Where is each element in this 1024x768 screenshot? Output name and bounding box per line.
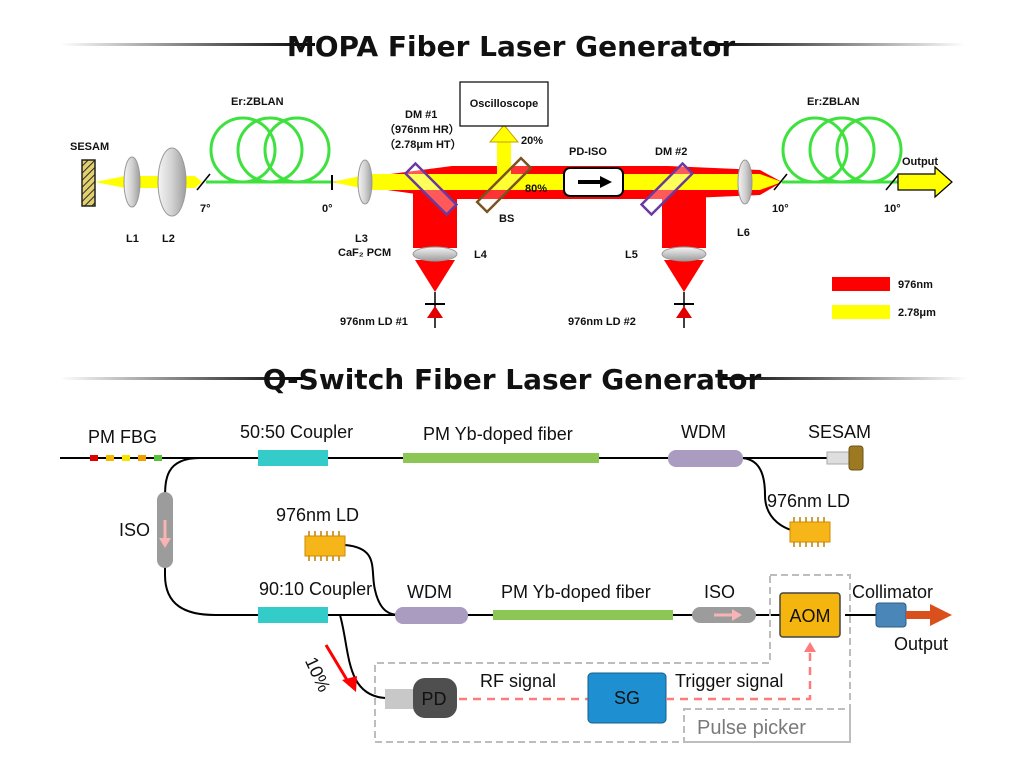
ld-chip-right <box>789 517 831 547</box>
pct80-label: 80% <box>525 183 547 195</box>
l4-label: L4 <box>474 249 488 261</box>
caf2-pcm-label: CaF₂ PCM <box>338 247 391 259</box>
angle-10a-label: 10° <box>772 203 789 215</box>
laser-diode-1 <box>425 292 445 328</box>
dichroic-mirror-1 <box>403 161 459 217</box>
er-zblan-coil-left <box>206 116 332 184</box>
pump-beam-ld2 <box>662 190 706 248</box>
pulse-picker-label: Pulse picker <box>697 717 806 739</box>
signal-beam-main <box>332 174 782 190</box>
qswitch-output-label: Output <box>894 634 948 654</box>
pd-label: PD <box>421 689 446 709</box>
l1-label: L1 <box>126 233 139 245</box>
pm-yb-bottom-label: PM Yb-doped fiber <box>501 582 651 602</box>
pm-yb-top-label: PM Yb-doped fiber <box>423 424 573 444</box>
pulse-picker-boundary <box>374 574 851 743</box>
ld1-label: 976nm LD #1 <box>340 316 408 328</box>
coupler-5050-label: 50:50 Coupler <box>240 422 353 442</box>
dm1-ht-label: （2.78μm HT） <box>384 138 462 151</box>
rf-signal-label: RF signal <box>480 671 556 691</box>
sesam-q-label: SESAM <box>808 422 871 442</box>
wdm-top <box>668 450 743 467</box>
er-zblan-coil-right <box>781 116 903 184</box>
pct10-label: 10% <box>301 654 334 695</box>
arrow-right-icon <box>714 609 742 621</box>
lens-l2 <box>157 147 187 217</box>
l2-label: L2 <box>162 233 175 245</box>
qswitch-title: Q-Switch Fiber Laser Generator <box>263 363 762 396</box>
wdm-top-label: WDM <box>681 422 726 442</box>
pump-beam-ld1 <box>413 190 457 248</box>
er-zblan-left-label: Er:ZBLAN <box>231 96 284 108</box>
trigger-signal-label: Trigger signal <box>675 671 783 691</box>
ld-left-label: 976nm LD <box>276 505 359 525</box>
legend-label-278: 2.78μm <box>898 307 936 319</box>
sesam-mirror <box>81 159 96 207</box>
beam-splitter <box>475 156 533 214</box>
angle-7-label: 7° <box>200 203 211 215</box>
lens-l4 <box>412 246 458 262</box>
ld2-label: 976nm LD #2 <box>568 316 636 328</box>
sesam-device <box>826 445 864 471</box>
bs-label: BS <box>499 213 514 225</box>
arrow-down-icon <box>159 520 171 548</box>
pm-fbg-label: PM FBG <box>88 427 157 447</box>
lens-l3 <box>357 159 373 205</box>
dm2-label: DM #2 <box>655 146 687 158</box>
pm-fbg <box>90 455 162 461</box>
dichroic-mirror-2 <box>639 161 695 217</box>
dm1-label: DM #1 <box>405 109 437 121</box>
iso-left-label: ISO <box>119 520 150 540</box>
arrow-right-icon <box>578 176 612 188</box>
er-zblan-right-label: Er:ZBLAN <box>807 96 860 108</box>
coupler-5050 <box>258 450 328 466</box>
l3-label: L3 <box>355 233 368 245</box>
oscilloscope-label: Oscilloscope <box>470 98 538 110</box>
pd-iso-label: PD-ISO <box>569 146 607 158</box>
collimator-label: Collimator <box>852 582 933 602</box>
pct20-label: 20% <box>521 135 543 147</box>
wdm-bottom-label: WDM <box>407 582 452 602</box>
qswitch-title-group: Q-Switch Fiber Laser Generator <box>60 363 967 396</box>
aom-label: AOM <box>789 606 830 626</box>
pm-yb-fiber-bottom <box>493 610 673 620</box>
trigger-signal-line <box>666 650 812 701</box>
wdm-bottom <box>395 607 468 624</box>
photodetector <box>385 678 457 718</box>
mopa-title: MOPA Fiber Laser Generator <box>287 30 736 63</box>
mopa-output-label: Output <box>902 156 938 168</box>
output-arrow-icon <box>906 604 952 626</box>
sg-label: SG <box>614 688 640 708</box>
l5-label: L5 <box>625 249 638 261</box>
pm-yb-fiber-top <box>403 453 599 463</box>
aom-box <box>779 592 841 638</box>
laser-diode-2 <box>674 292 694 328</box>
mopa-title-group: MOPA Fiber Laser Generator <box>60 30 965 63</box>
legend-swatch-278 <box>832 305 890 319</box>
angle-0-label: 0° <box>322 203 333 215</box>
dm1-hr-label: （976nm HR） <box>384 123 460 136</box>
iso-bottom-label: ISO <box>704 582 735 602</box>
legend-label-976: 976nm <box>898 279 933 291</box>
legend-swatch-976 <box>832 277 890 291</box>
mopa-legend: 976nm 2.78μm <box>832 277 936 319</box>
lens-l5 <box>661 246 707 262</box>
mopa-output-arrow <box>897 165 953 199</box>
coupler-9010 <box>258 607 328 623</box>
oscilloscope-box <box>459 81 549 127</box>
ld-right-label: 976nm LD <box>767 491 850 511</box>
coupler-9010-label: 90:10 Coupler <box>259 579 372 599</box>
lens-l6 <box>737 159 753 205</box>
angle-10b-label: 10° <box>884 203 901 215</box>
tap-10pct-arrow <box>324 644 352 686</box>
sesam-label: SESAM <box>70 141 109 153</box>
collimator <box>875 602 907 628</box>
lens-l1 <box>123 156 141 208</box>
ld-chip-left <box>304 531 346 561</box>
l6-label: L6 <box>737 227 750 239</box>
